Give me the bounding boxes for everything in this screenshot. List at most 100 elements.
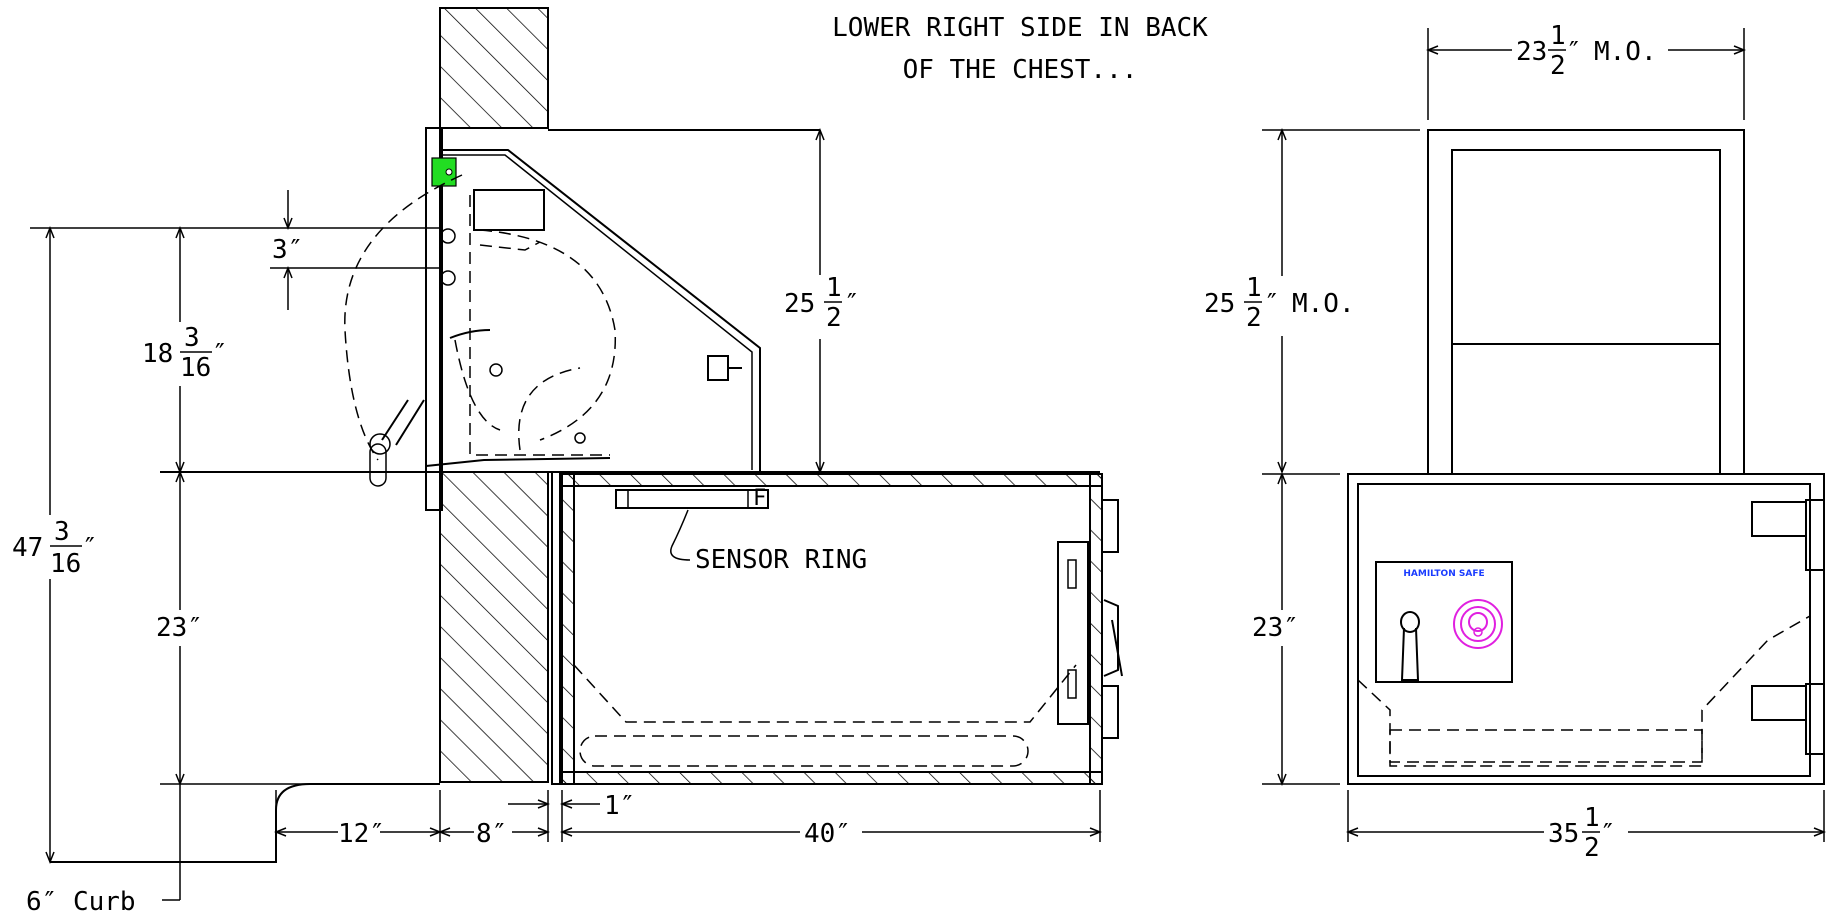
- side-view: F SENSOR RING: [50, 7, 1123, 863]
- dim-mo-width-whole: 23: [1516, 37, 1547, 67]
- conveyor-frame: [573, 664, 1077, 723]
- frame-plate: [425, 127, 443, 511]
- dial-inner: [1468, 612, 1488, 632]
- hood-outline: [442, 149, 761, 473]
- tray-arc: [479, 229, 617, 441]
- dim-opening-height-whole: 25: [784, 289, 815, 319]
- side-handle: [1103, 599, 1123, 677]
- dial-knob: [1473, 627, 1483, 637]
- note: LOWER RIGHT SIDE IN BACK OF THE CHEST...: [832, 13, 1208, 85]
- hood-housing: [344, 127, 820, 511]
- dim-offset: 3″: [272, 235, 303, 265]
- side-dimensions: 47 3 16 ″ 18 3 16 ″ 3″ 23″ 6″ Curb: [8, 130, 1100, 916]
- opening-frame-outer: [1427, 129, 1745, 475]
- note-line-2: OF THE CHEST...: [903, 55, 1138, 85]
- slot-bottom: [1067, 669, 1077, 699]
- dim-upper-height-whole: 18: [142, 339, 173, 369]
- front-hinge-top: [1751, 501, 1807, 537]
- front-hinge-bottom: [1751, 685, 1807, 721]
- brand-label: HAMILTON SAFE: [1403, 569, 1484, 579]
- front-hidden-drawer: [1389, 729, 1703, 763]
- arm-link: [381, 399, 425, 446]
- chest-bottom-wall: [561, 771, 1103, 785]
- gap-spacer: [551, 471, 561, 785]
- dim-counter-height-mask: [150, 610, 214, 646]
- chest-front-outer: [1347, 473, 1825, 785]
- dim-wall: 8″: [476, 819, 507, 849]
- dim-upper-height-unit: ″: [212, 339, 228, 369]
- chest-back-wall: [561, 473, 575, 785]
- tray-lip: [425, 457, 611, 467]
- dim-total-height-mask: [8, 515, 92, 579]
- dim-mo-height: 25 1 2 ″ M.O.: [1204, 273, 1355, 333]
- dim-chest-width-den: 2: [1584, 833, 1600, 863]
- dim-upper-height-num: 3: [184, 323, 200, 353]
- handle-hub: [1400, 611, 1420, 633]
- hidden-inner-wall: [469, 195, 610, 456]
- note-line-1: LOWER RIGHT SIDE IN BACK: [832, 13, 1208, 43]
- pivot-pin-2: [574, 432, 586, 444]
- hidden-curve: [454, 339, 501, 431]
- dim-curb-label: 6″ Curb: [26, 887, 136, 916]
- sensor-ring-mark: F: [753, 486, 766, 511]
- hidden-latch: [479, 241, 541, 251]
- sensor-ring: [615, 489, 769, 509]
- dim-mo-width-num: 1: [1550, 21, 1566, 51]
- chest-front-inner: [1357, 483, 1811, 777]
- combination-dial: [1453, 599, 1503, 649]
- dim-gap: 1″: [604, 791, 635, 821]
- bolt-block: [707, 355, 729, 381]
- wall-upper: [439, 7, 549, 129]
- slot-top: [1067, 559, 1077, 589]
- dim-opening-height: 25 1 2 ″: [784, 273, 860, 333]
- opening-frame-inner: [1451, 149, 1721, 475]
- dim-opening-height-unit: ″: [844, 289, 860, 319]
- dim-total-height-unit: ″: [82, 533, 98, 563]
- dim-total-height-whole: 47: [12, 533, 43, 563]
- upper-bracket: [473, 189, 545, 231]
- dial-middle: [1460, 606, 1496, 642]
- front-view: HAMILTON SAFE: [1347, 129, 1825, 785]
- chest-side: F SENSOR RING: [551, 471, 1123, 785]
- dim-chest-width-whole: 35: [1548, 819, 1579, 849]
- front-dimensions: 23 1 2 ″ M.O. 25 1 2 ″ M.O. 23″: [1200, 21, 1824, 863]
- conveyor-belt: [579, 735, 1029, 767]
- hood-inner-outline: [442, 154, 753, 470]
- door-lever: [449, 329, 491, 339]
- dim-mo-width-unit: ″: [1566, 37, 1582, 67]
- door-swing-arc: [344, 174, 463, 461]
- dim-total-height-num: 3: [54, 517, 70, 547]
- indicator-dot: [445, 168, 453, 176]
- front-hinge-bottom-leaf: [1805, 683, 1825, 755]
- front-hidden-tray-outline: [1357, 615, 1811, 767]
- dim-setback: 12″: [338, 819, 385, 849]
- hinge-bottom: [1101, 685, 1119, 739]
- dim-counter-height: 23″: [156, 613, 203, 643]
- hinge-lower: [440, 270, 456, 286]
- dim-opening-height-num: 1: [826, 273, 842, 303]
- handle-lever: [1400, 627, 1420, 681]
- chest-door-wall: [1089, 473, 1103, 785]
- dim-chest-depth: 40″: [804, 819, 851, 849]
- dim-chest-width: 35 1 2 ″: [1548, 803, 1616, 863]
- arm-pivot: [369, 433, 391, 455]
- dial-outer: [1453, 599, 1503, 649]
- dim-front-height: 23″: [1252, 613, 1299, 643]
- arm-handle: [369, 443, 387, 487]
- door-plate: [1057, 541, 1089, 725]
- inner-chute: [518, 367, 581, 451]
- dim-opening-height-den: 2: [826, 303, 842, 333]
- dim-front-height-mask: [1250, 610, 1314, 646]
- dim-chest-width-unit: ″: [1600, 819, 1616, 849]
- dim-mo-height-whole: 25: [1204, 289, 1235, 319]
- front-hinge-top-leaf: [1805, 499, 1825, 571]
- dim-mo-height-den: 2: [1246, 303, 1262, 333]
- hood-hidden-edge: [507, 149, 761, 349]
- dim-upper-height-den: 16: [180, 353, 211, 383]
- sensor-ring-label: SENSOR RING: [695, 545, 867, 575]
- lock-panel: [1375, 561, 1513, 683]
- dim-mo-width-den: 2: [1550, 51, 1566, 81]
- hinge-top: [1101, 499, 1119, 553]
- dim-mo-height-suffix: M.O.: [1292, 289, 1355, 319]
